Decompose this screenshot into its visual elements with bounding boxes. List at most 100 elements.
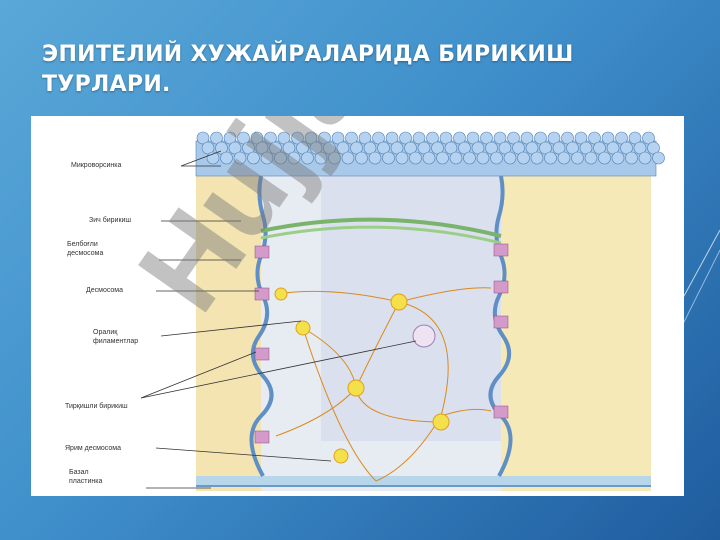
microvillus-tip (291, 131, 304, 145)
microvillus-tip (615, 131, 628, 145)
microvillus-tip (409, 151, 422, 165)
microvillus-tip (250, 131, 264, 145)
microvillus-tip (579, 141, 593, 155)
label-tight-junction: Зич бирикиш (89, 217, 132, 224)
microvillus-tip (368, 151, 382, 165)
microvillus-tip (358, 131, 372, 145)
microvillus-tip (647, 141, 660, 155)
microvillus-tip (242, 141, 255, 155)
microvillus-tip (598, 151, 611, 165)
microvillus-tip (444, 141, 458, 155)
microvillus-tip (328, 151, 341, 165)
microvillus-tip (588, 131, 601, 145)
microvillus-tip (277, 131, 291, 145)
microvillus-tip (507, 131, 520, 145)
microvillus-tip (390, 141, 404, 155)
label-basal-lamina: Базал пластинка (69, 469, 103, 485)
microvillus-tip (201, 141, 215, 155)
microvillus-tip (517, 151, 530, 165)
microvillus-tip (363, 141, 377, 155)
microvillus-tip (223, 131, 237, 145)
microvillus-tip (255, 141, 269, 155)
microvillus-tip (466, 131, 480, 145)
microvillus-tip (458, 141, 471, 155)
microvillus-tip (350, 141, 363, 155)
label-microvillus: Микроворсинка (71, 162, 122, 169)
microvillus-tip (620, 141, 633, 155)
microvillus-tip (534, 131, 547, 145)
microvillus-tip (318, 131, 331, 145)
microvillus-tip (274, 151, 287, 165)
microvillus-tip (628, 131, 642, 145)
microvillus-tip (525, 141, 539, 155)
microvillus-tip (282, 141, 296, 155)
microvillus-tip (561, 131, 574, 145)
microvillus-tip (309, 141, 323, 155)
epithelial-junctions-diagram: Микроворсинка Зич бирикиш Белбоғли десмо… (31, 116, 684, 496)
label-belt-desmosome: Белбоғли десмосома (67, 241, 104, 257)
microvillus-tip (336, 141, 350, 155)
microvillus-tip (247, 151, 260, 165)
decorative-lines (660, 230, 720, 351)
microvillus-tip (215, 141, 228, 155)
microvillus-tip (377, 141, 390, 155)
microvillus-tip (611, 151, 625, 165)
microvillus-tip (372, 131, 385, 145)
microvillus-tip (269, 141, 282, 155)
microvillus-tip (341, 151, 355, 165)
microvillus-tip (552, 141, 566, 155)
microvillus-tip (625, 151, 638, 165)
microvillus-tip (323, 141, 336, 155)
microvillus-tip (431, 141, 444, 155)
microvillus-tip (210, 131, 223, 145)
microvillus-tip (471, 141, 485, 155)
microvillus-tip (301, 151, 314, 165)
microvillus-tip (490, 151, 503, 165)
microvillus-tip (404, 141, 417, 155)
microvillus-tip (395, 151, 409, 165)
microvillus-tip (196, 131, 210, 145)
microvillus-tip (498, 141, 512, 155)
microvillus-tip (385, 131, 399, 145)
microvillus-tip (463, 151, 476, 165)
microvillus-tip (574, 131, 588, 145)
microvillus-tip (480, 131, 493, 145)
microvillus-tip (422, 151, 436, 165)
microvillus-tip (449, 151, 463, 165)
microvillus-tip (638, 151, 652, 165)
microvillus-tip (503, 151, 517, 165)
microvillus-tip (439, 131, 453, 145)
microvillus-tip (512, 141, 525, 155)
label-intermediate-filaments: Оралиқ филаментлар (93, 329, 139, 345)
microvillus-tip (426, 131, 439, 145)
microvillus-tip (399, 131, 412, 145)
microvillus-tip (584, 151, 598, 165)
microvillus-tip (314, 151, 328, 165)
microvillus-tip (417, 141, 431, 155)
microvillus-tip (260, 151, 274, 165)
microvillus-tip (436, 151, 449, 165)
microvillus-tip (530, 151, 544, 165)
microvillus-tip (601, 131, 615, 145)
microvillus-tip (345, 131, 358, 145)
microvillus-tip (233, 151, 247, 165)
microvillus-tip (331, 131, 345, 145)
microvillus-tip (382, 151, 395, 165)
microvillus-tip (566, 141, 579, 155)
microvillus-tip (557, 151, 571, 165)
microvillus-tip (520, 131, 534, 145)
microvillus-tip (593, 141, 606, 155)
microvillus-tip (476, 151, 490, 165)
microvillus-tip (547, 131, 561, 145)
microvillus-tip (304, 131, 318, 145)
microvillus-tip (642, 131, 655, 145)
microvillus-tip (228, 141, 242, 155)
slide-title: ЭПИТЕЛИЙ ХУЖАЙРАЛАРИДА БИРИКИШ ТУРЛАРИ. (42, 42, 574, 97)
label-desmosome: Десмосома (86, 287, 124, 294)
microvillus-tip (544, 151, 557, 165)
microvillus-tip (606, 141, 620, 155)
label-hemidesmosome: Ярим десмосома (65, 445, 121, 452)
microvillus-tip (453, 131, 466, 145)
microvillus-tip (539, 141, 552, 155)
microvillus-tip (493, 131, 507, 145)
